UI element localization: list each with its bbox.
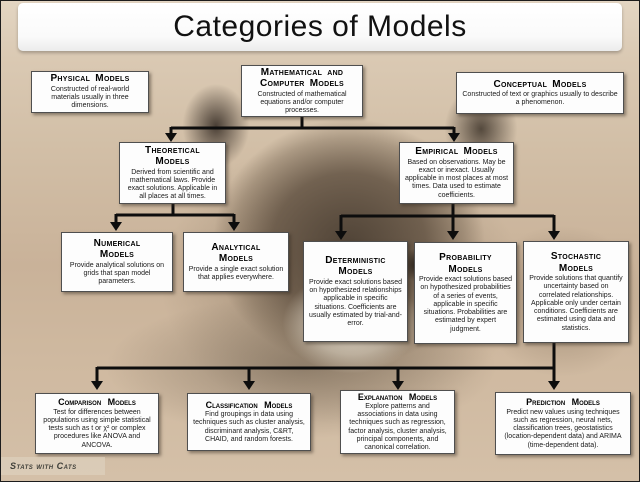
- box-title: Numerical Models: [93, 237, 141, 261]
- box-desc: Provide exact solutions based on hypothe…: [419, 276, 512, 333]
- box-desc: Predict new values using techniques such…: [504, 408, 622, 449]
- model-box-prediction: Prediction Models Predict new values usi…: [495, 392, 631, 455]
- box-desc: Explore patterns and associations in dat…: [348, 402, 447, 452]
- box-desc: Constructed of text or graphics usually …: [462, 91, 618, 107]
- model-box-conceptual: Conceptual Models Constructed of text or…: [456, 72, 624, 114]
- page-title: Categories of Models: [173, 10, 467, 43]
- box-title: Theoretical Models: [145, 144, 200, 168]
- box-title: Comparison Models: [58, 397, 136, 408]
- box-desc: Find groupings in data using techniques …: [193, 411, 305, 443]
- box-title: Prediction Models: [526, 397, 600, 408]
- model-box-physical: Physical Models Constructed of real-worl…: [31, 71, 149, 113]
- box-title: Empirical Models: [415, 146, 498, 158]
- model-box-deterministic: Deterministic Models Provide exact solut…: [303, 241, 408, 342]
- box-title: Conceptual Models: [493, 78, 587, 90]
- box-title: Physical Models: [50, 73, 130, 85]
- model-box-classification: Classification Models Find groupings in …: [187, 393, 311, 451]
- model-box-empirical: Empirical Models Based on observations. …: [399, 142, 514, 204]
- box-title: Classification Models: [205, 399, 293, 410]
- watermark-text: Stats with Cats: [10, 461, 77, 471]
- box-desc: Provide exact solutions based on hypothe…: [309, 278, 402, 327]
- box-desc: Constructed of real-world materials usua…: [50, 85, 130, 110]
- model-box-comparison: Comparison Models Test for differences b…: [35, 393, 159, 454]
- model-box-probability: Probability Models Provide exact solutio…: [414, 242, 517, 344]
- box-desc: Derived from scientific and mathematical…: [127, 168, 218, 201]
- box-desc: Provide analytical solutions on grids th…: [69, 261, 165, 286]
- model-box-numerical: Numerical Models Provide analytical solu…: [61, 232, 173, 292]
- box-title: Probability Models: [439, 252, 492, 275]
- box-desc: Test for differences between populations…: [43, 408, 151, 449]
- box-title: Mathematical and Computer Models: [260, 66, 344, 90]
- box-title: Analytical Models: [211, 241, 261, 265]
- watermark-badge: Stats with Cats: [1, 457, 105, 475]
- box-title: Deterministic Models: [325, 254, 386, 278]
- model-box-explanation: Explanation Models Explore patterns and …: [340, 390, 455, 454]
- model-box-mathematical: Mathematical and Computer Models Constru…: [241, 65, 363, 117]
- title-plate: Categories of Models: [18, 3, 622, 51]
- box-desc: Based on observations. May be exact or i…: [404, 158, 509, 199]
- box-title: Explanation Models: [357, 391, 438, 402]
- model-box-stochastic: Stochastic Models Provide solutions that…: [523, 241, 629, 343]
- box-desc: Provide solutions that quantify uncertai…: [529, 275, 623, 332]
- box-desc: Provide a single exact solution that app…: [188, 265, 284, 281]
- model-box-theoretical: Theoretical Models Derived from scientif…: [119, 142, 226, 204]
- box-desc: Constructed of mathematical equations an…: [257, 90, 347, 115]
- box-title: Stochastic Models: [550, 251, 602, 274]
- model-box-analytical: Analytical Models Provide a single exact…: [183, 232, 289, 292]
